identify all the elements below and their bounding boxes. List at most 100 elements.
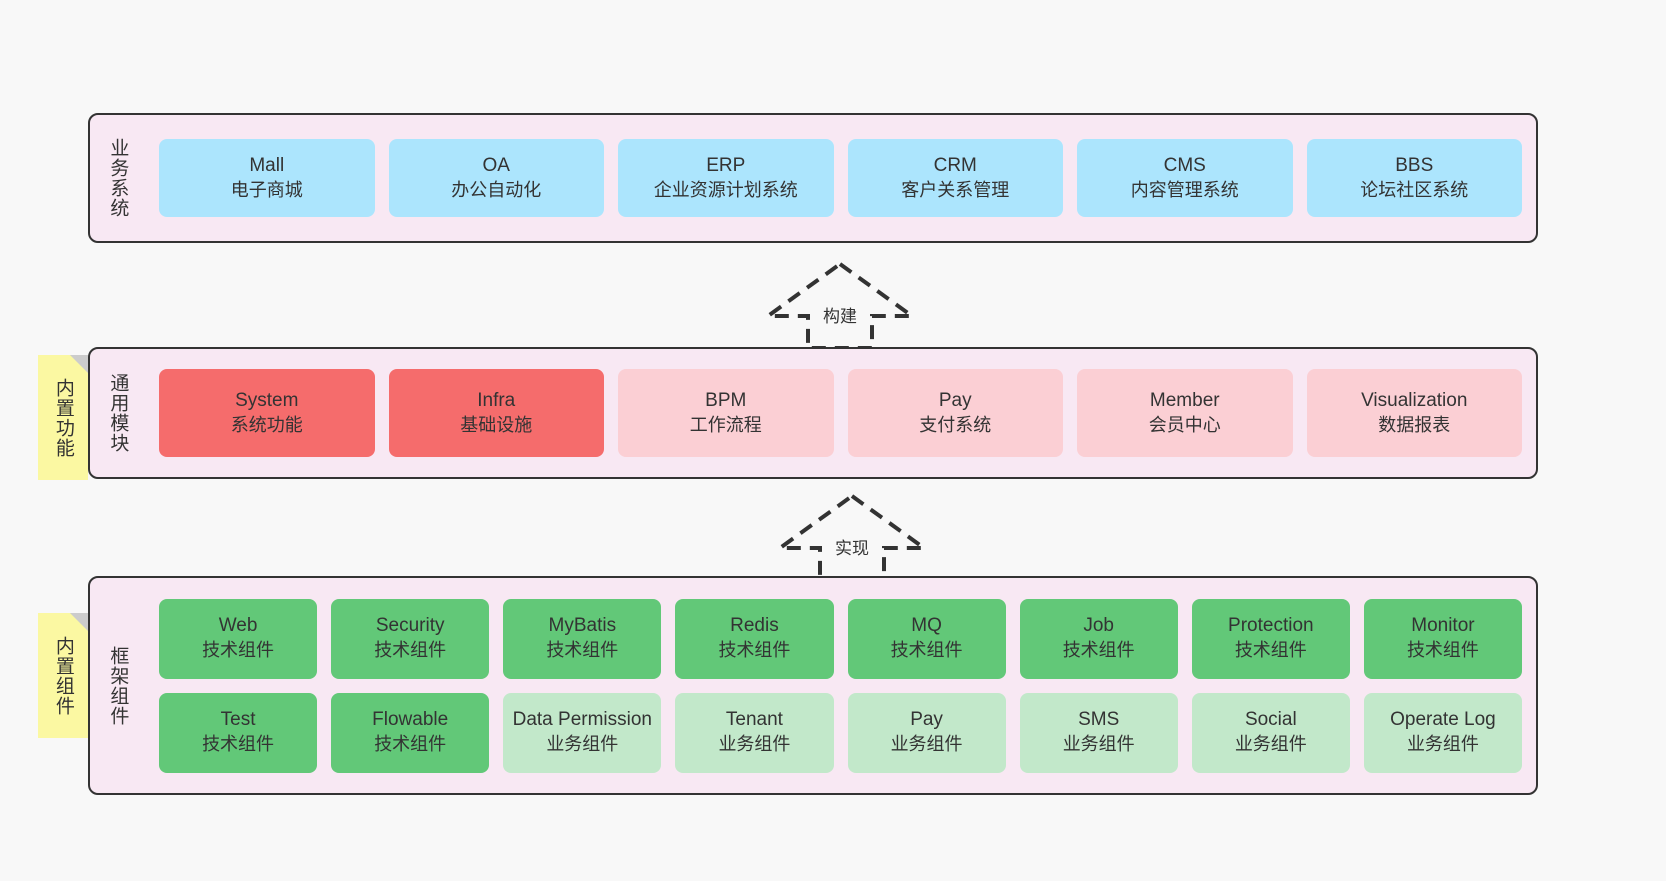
business-card-oa-title: OA	[482, 154, 510, 176]
business-card-bbs[interactable]: BBS 论坛社区系统	[1306, 139, 1522, 217]
business-card-erp-title: ERP	[706, 154, 746, 176]
business-card-crm-subtitle: 客户关系管理	[901, 179, 1010, 200]
common-modules-layer: 通用模块 System 系统功能 Infra 基础设施 BPM 工作流程 Pay 支付系统 Me…	[88, 347, 1538, 479]
business-card-bbs-subtitle: 论坛社区系统	[1360, 179, 1469, 200]
component-card-social-subtitle: 业务组件	[1234, 734, 1307, 755]
business-card-erp[interactable]: ERP 企业资源计划系统	[618, 139, 834, 217]
component-card-security-subtitle: 技术组件	[374, 640, 447, 661]
module-card-system-subtitle: 系统功能	[230, 414, 303, 435]
module-card-bpm-subtitle: 工作流程	[689, 414, 762, 435]
connector-implement-label: 实现	[835, 539, 869, 558]
component-card-operate-log-subtitle: 业务组件	[1406, 734, 1479, 755]
module-card-pay[interactable]: Pay 支付系统	[847, 369, 1063, 457]
component-card-monitor-subtitle: 技术组件	[1406, 640, 1479, 661]
component-card-test-title: Test	[220, 709, 256, 731]
note-fold-corner-icon	[70, 355, 88, 373]
module-card-infra[interactable]: Infra 基础设施	[388, 369, 604, 457]
module-card-bpm-title: BPM	[705, 389, 747, 411]
module-card-visualization-subtitle: 数据报表	[1378, 414, 1451, 435]
module-card-list: System 系统功能 Infra 基础设施 BPM 工作流程 Pay 支付系统 Member 会…	[145, 349, 1536, 477]
module-card-pay-title: Pay	[938, 389, 972, 411]
component-card-redis-subtitle: 技术组件	[718, 640, 791, 661]
component-card-pay[interactable]: Pay 业务组件	[847, 692, 1006, 773]
component-card-flowable-title: Flowable	[372, 709, 449, 731]
business-system-layer: 业务系统 Mall 电子商城 OA 办公自动化 ERP 企业资源计划系统 CRM 客户关系管理…	[88, 113, 1538, 243]
component-card-tenant-subtitle: 业务组件	[718, 734, 791, 755]
module-card-infra-subtitle: 基础设施	[460, 414, 533, 435]
component-card-monitor[interactable]: Monitor 技术组件	[1363, 598, 1522, 679]
business-card-cms-subtitle: 内容管理系统	[1130, 179, 1239, 200]
connector-implement: 实现	[772, 490, 932, 585]
component-card-test-subtitle: 技术组件	[202, 734, 275, 755]
component-card-tenant-title: Tenant	[725, 709, 783, 731]
business-card-oa-subtitle: 办公自动化	[451, 179, 542, 200]
component-card-monitor-title: Monitor	[1411, 615, 1475, 637]
module-card-visualization[interactable]: Visualization 数据报表	[1306, 369, 1522, 457]
module-card-member-subtitle: 会员中心	[1148, 414, 1221, 435]
component-card-pay-title: Pay	[910, 709, 943, 731]
framework-components-layer-title: 框架组件	[107, 645, 129, 726]
business-card-mall-subtitle: 电子商城	[230, 179, 303, 200]
component-card-sms-subtitle: 业务组件	[1062, 734, 1135, 755]
component-card-operate-log[interactable]: Operate Log 业务组件	[1363, 692, 1522, 773]
component-card-social[interactable]: Social 业务组件	[1191, 692, 1350, 773]
component-card-social-title: Social	[1244, 709, 1297, 731]
connector-build: 构建	[760, 258, 920, 353]
component-card-pay-subtitle: 业务组件	[890, 734, 963, 755]
component-card-redis[interactable]: Redis 技术组件	[675, 598, 834, 679]
module-card-infra-title: Infra	[477, 389, 516, 411]
common-modules-layer-title: 通用模块	[107, 373, 129, 453]
business-card-bbs-title: BBS	[1395, 154, 1434, 176]
component-card-flowable-subtitle: 技术组件	[374, 734, 447, 755]
component-card-web[interactable]: Web 技术组件	[159, 598, 318, 679]
note-fold-corner-icon	[70, 613, 88, 631]
component-card-security-title: Security	[375, 615, 445, 637]
module-card-member-title: Member	[1149, 389, 1220, 411]
component-card-operate-log-title: Operate Log	[1390, 709, 1496, 731]
component-card-mybatis-subtitle: 技术组件	[546, 640, 619, 661]
component-card-redis-title: Redis	[730, 615, 779, 637]
note-builtin-features-label: 内置功能	[52, 377, 74, 458]
note-builtin-components: 内置组件	[38, 613, 88, 738]
module-card-system-title: System	[235, 389, 299, 411]
connector-build-label: 构建	[823, 307, 857, 326]
component-card-sms[interactable]: SMS 业务组件	[1019, 692, 1178, 773]
module-card-system[interactable]: System 系统功能	[159, 369, 375, 457]
business-system-layer-title: 业务系统	[107, 138, 129, 218]
business-card-mall-title: Mall	[249, 154, 285, 176]
component-card-web-subtitle: 技术组件	[202, 640, 275, 661]
business-card-erp-subtitle: 企业资源计划系统	[653, 179, 798, 200]
component-card-security[interactable]: Security 技术组件	[331, 598, 490, 679]
component-card-mybatis[interactable]: MyBatis 技术组件	[503, 598, 662, 679]
note-builtin-features: 内置功能	[38, 355, 88, 480]
module-card-pay-subtitle: 支付系统	[919, 414, 992, 435]
business-card-mall[interactable]: Mall 电子商城	[159, 139, 375, 217]
business-card-list: Mall 电子商城 OA 办公自动化 ERP 企业资源计划系统 CRM 客户关系管理 CMS 内容…	[145, 115, 1536, 241]
business-card-oa[interactable]: OA 办公自动化	[388, 139, 604, 217]
component-card-tenant[interactable]: Tenant 业务组件	[675, 692, 834, 773]
component-card-mq-title: MQ	[911, 615, 942, 637]
business-card-crm[interactable]: CRM 客户关系管理	[847, 139, 1063, 217]
module-card-bpm[interactable]: BPM 工作流程	[618, 369, 834, 457]
component-card-job-subtitle: 技术组件	[1062, 640, 1135, 661]
component-card-web-title: Web	[218, 615, 258, 637]
component-card-test[interactable]: Test 技术组件	[159, 692, 318, 773]
module-card-member[interactable]: Member 会员中心	[1077, 369, 1293, 457]
business-card-cms-title: CMS	[1163, 154, 1206, 176]
module-card-visualization-title: Visualization	[1361, 389, 1468, 411]
component-card-data-permission-title: Data Permission	[512, 709, 652, 731]
business-card-crm-title: CRM	[933, 154, 977, 176]
component-card-sms-title: SMS	[1078, 709, 1120, 731]
business-card-cms[interactable]: CMS 内容管理系统	[1077, 139, 1293, 217]
component-card-flowable[interactable]: Flowable 技术组件	[331, 692, 490, 773]
note-builtin-components-label: 内置组件	[52, 635, 74, 716]
component-card-mybatis-title: MyBatis	[548, 615, 617, 637]
